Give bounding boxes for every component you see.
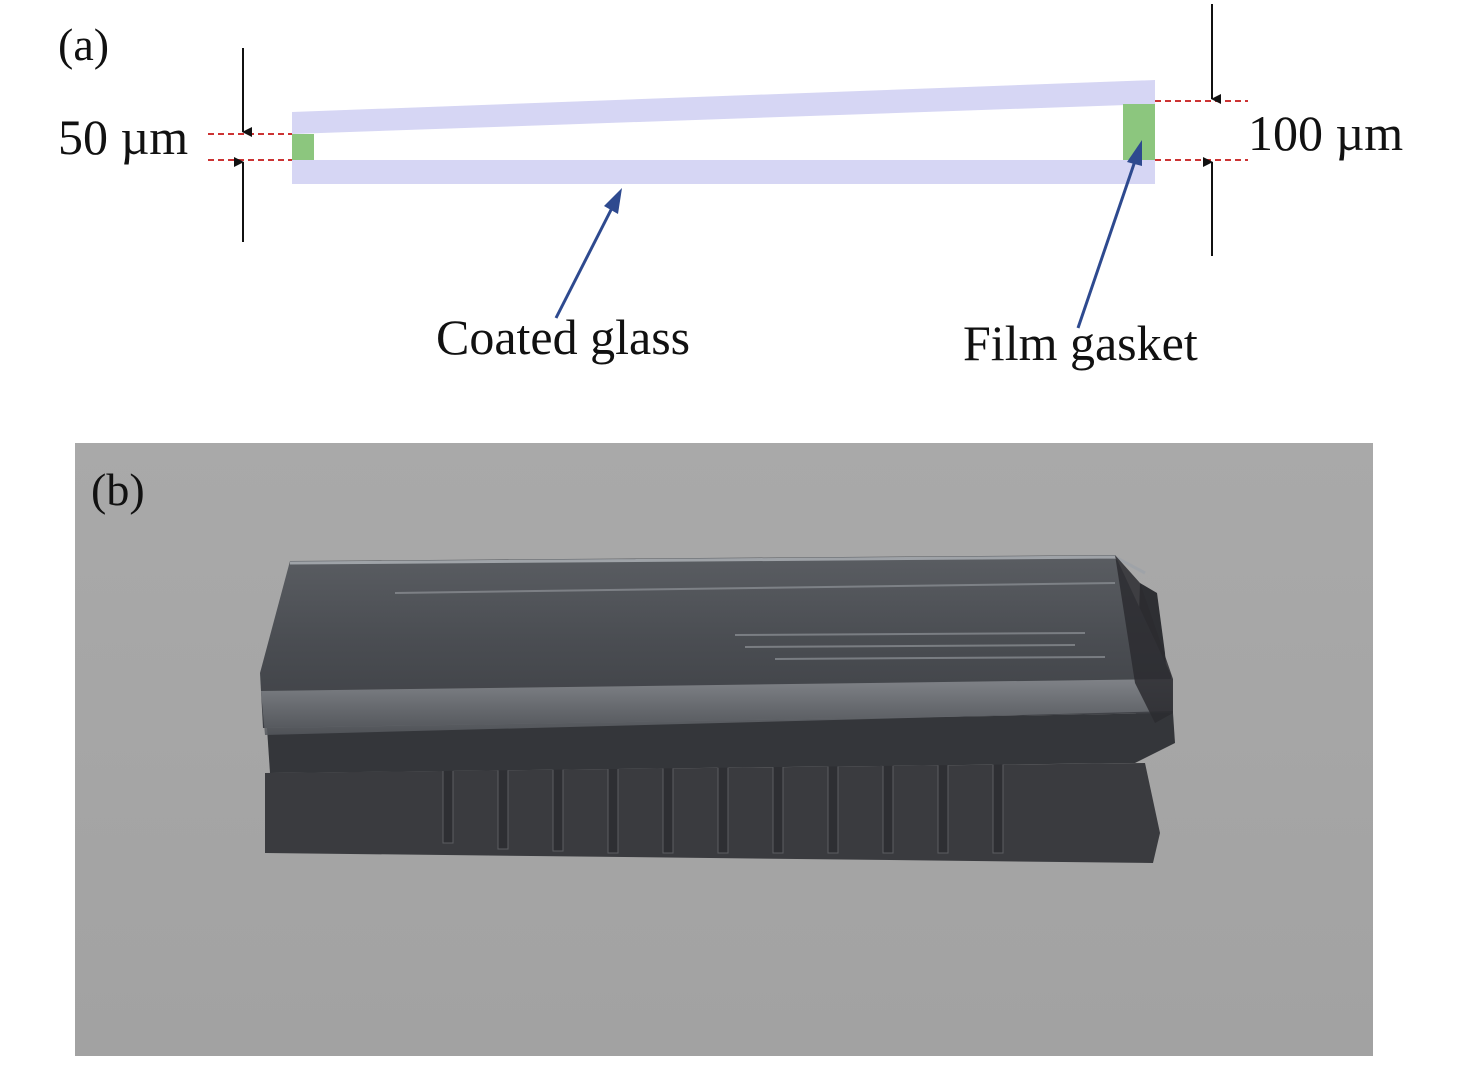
gasket-left	[292, 134, 314, 160]
panel-b-label: (b)	[91, 464, 145, 515]
heatsink-base	[265, 763, 1160, 863]
device-end-cap	[1115, 555, 1173, 723]
gap-small-label: 50 µm	[58, 109, 189, 165]
device-illustration	[75, 443, 1373, 1056]
panel-a-label: (a)	[58, 19, 110, 70]
gap-large-label: 100 µm	[1248, 105, 1404, 161]
cooling-fins	[442, 760, 1004, 854]
leader-line-film-gasket	[1076, 157, 1138, 329]
leader-line-coated-glass	[554, 203, 616, 319]
leader-arrowhead-film-gasket	[1127, 140, 1142, 166]
cell-schematic	[208, 4, 1248, 329]
glass-top-edge-highlight	[289, 555, 1146, 575]
device-photo: (b)	[75, 443, 1373, 1056]
film-gasket-label: Film gasket	[963, 315, 1198, 371]
coated-glass-label: Coated glass	[436, 309, 691, 365]
glass-reflections	[394, 582, 1116, 660]
glass-front-edge	[261, 679, 1173, 735]
top-glass-plate	[292, 80, 1155, 134]
leader-arrowhead-coated-glass	[604, 188, 622, 214]
bottom-glass-plate	[292, 160, 1155, 184]
